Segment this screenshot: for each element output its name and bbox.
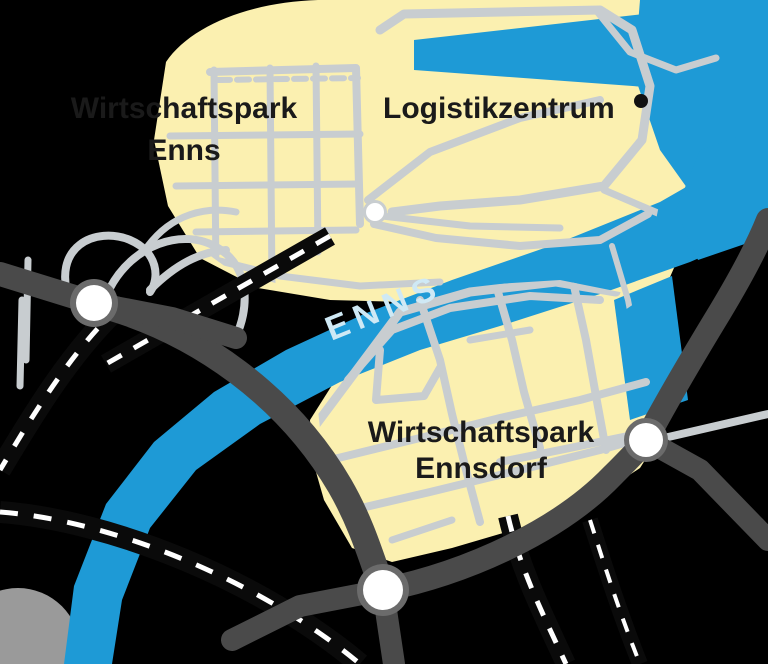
minor-road	[326, 378, 650, 464]
label-logistikzentrum: Logistikzentrum	[383, 92, 615, 125]
minor-road	[494, 288, 544, 452]
minor-road-east-spur	[660, 410, 768, 442]
minor-road	[364, 96, 604, 204]
minor-road	[192, 226, 360, 236]
minor-road	[266, 64, 276, 288]
minor-road-dashed	[215, 75, 361, 83]
railway-dashes	[104, 233, 332, 367]
area-labels: Wirtschaftspark Enns Logistikzentrum Wir…	[71, 92, 615, 485]
minor-road	[370, 210, 652, 250]
junction-markers[interactable]	[70, 200, 668, 616]
major-road-east-north	[634, 208, 768, 452]
junction-small-center[interactable]	[363, 200, 387, 224]
junction-south[interactable]	[357, 564, 409, 616]
minor-road-loop-left	[61, 231, 160, 306]
railway-lower-curve	[0, 501, 368, 664]
minor-road	[206, 64, 364, 228]
label-wirtschaftspark-enns-line1: Wirtschaftspark	[71, 92, 298, 125]
railway-dashes	[588, 519, 642, 664]
minor-road	[416, 296, 484, 526]
minor-road-upper-curve	[144, 206, 240, 250]
minor-road-network-ennsdorf	[318, 280, 660, 544]
minor-road	[378, 212, 564, 232]
minor-road-ring	[375, 5, 655, 217]
minor-road	[340, 430, 660, 516]
minor-road	[609, 243, 639, 320]
major-road-arc-main	[81, 290, 396, 603]
railway-dashes	[0, 509, 362, 664]
major-road-south-west-exit	[221, 579, 394, 651]
logistikzentrum-poi-dot-icon[interactable]	[634, 94, 648, 108]
minor-road-enns-edge	[146, 246, 230, 294]
water-enns-river	[64, 140, 768, 664]
minor-road	[344, 292, 604, 384]
label-wirtschaftspark-ennsdorf-line1: Wirtschaftspark	[368, 416, 595, 449]
minor-road	[204, 254, 444, 290]
water-connector	[676, 126, 768, 260]
minor-road-network-enns	[166, 5, 720, 320]
major-road-west-spur	[83, 292, 247, 349]
minor-road	[210, 66, 220, 280]
railway-far-east	[582, 517, 648, 664]
minor-road	[570, 282, 610, 454]
railway-dashes	[0, 304, 122, 472]
minor-road	[312, 62, 322, 256]
junction-east[interactable]	[624, 418, 668, 462]
minor-road-vertical-2	[16, 296, 26, 390]
minor-road	[592, 6, 720, 74]
grey-area-blob	[0, 588, 80, 664]
minor-road-network-west	[16, 206, 768, 466]
minor-road	[388, 516, 456, 544]
junction-west[interactable]	[70, 279, 118, 327]
minor-road	[172, 180, 362, 190]
label-wirtschaftspark-ennsdorf-line2: Ennsdorf	[415, 452, 548, 485]
minor-road	[166, 130, 364, 140]
minor-road-ennsdorf-link	[496, 432, 632, 466]
label-wirtschaftspark-enns-line2: Enns	[147, 134, 220, 167]
railway-enns-park	[101, 227, 335, 373]
minor-road	[466, 326, 534, 344]
minor-road	[372, 346, 444, 404]
